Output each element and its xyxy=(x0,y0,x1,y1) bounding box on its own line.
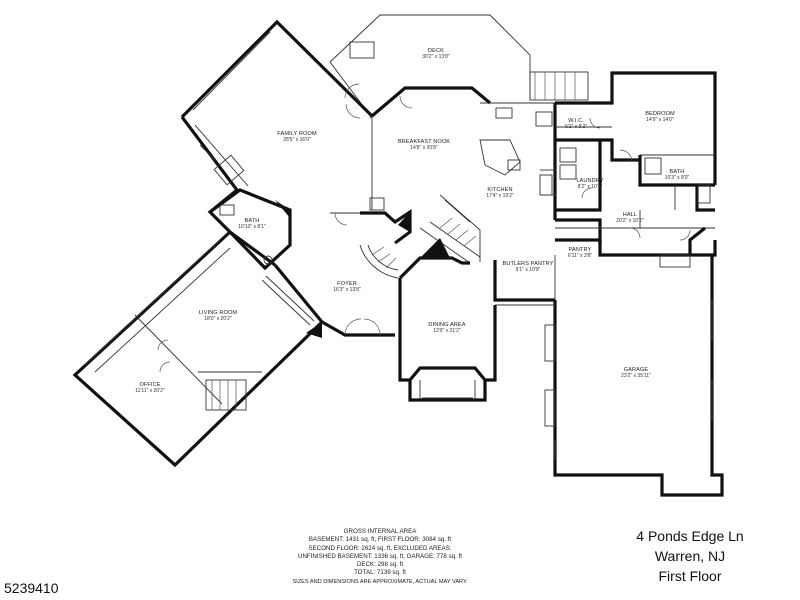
room-dims-office: 11'11" x 20'2" xyxy=(135,388,165,394)
room-label-pantry: PANTRY xyxy=(569,247,592,253)
room-label-wic: W.I.C. xyxy=(568,118,584,124)
room-dims-foyer: 16'3" x 13'8" xyxy=(333,287,361,293)
area-disclaimer: SIZES AND DIMENSIONS ARE APPROXIMATE, AC… xyxy=(292,578,468,585)
east-wing-walls xyxy=(555,71,717,268)
area-line: DECK: 298 sq. ft xyxy=(356,561,404,569)
area-heading: GROSS INTERNAL AREA xyxy=(343,528,417,535)
room-dims-garage: 23'2" x 35'11" xyxy=(621,373,651,379)
room-dims-bath-left: 10'10" x 8'1" xyxy=(238,224,266,230)
address-block: 4 Ponds Edge Ln Warren, NJ First Floor xyxy=(620,526,760,586)
room-dims-dining-area: 13'9" x 21'2" xyxy=(433,328,461,334)
room-dims-pantry: 6'11" x 3'8" xyxy=(568,253,592,259)
area-line: TOTAL: 7139 sq. ft xyxy=(354,569,406,577)
room-labels: DECK 30'2" x 13'8" FAMILY ROOM 28'5" x 1… xyxy=(135,48,689,394)
room-dims-hall: 20'2" x 10'2" xyxy=(616,218,644,224)
room-dims-kitchen: 17'4" x 19'2" xyxy=(486,193,514,199)
left-bath-walls xyxy=(209,188,292,271)
room-label-bath-left: BATH xyxy=(245,218,260,224)
room-dims-living-room: 18'0" x 20'2" xyxy=(204,316,232,322)
room-label-laundry: LAUNDRY xyxy=(576,178,603,184)
floor-name: First Floor xyxy=(658,568,722,584)
room-label-breakfast-nook: BREAKFAST NOOK xyxy=(398,139,450,145)
room-label-deck: DECK xyxy=(428,48,444,54)
staircase xyxy=(359,217,481,279)
room-label-family-room: FAMILY ROOM xyxy=(277,131,317,137)
room-dims-bedroom: 14'9" x 14'0" xyxy=(646,117,674,123)
living-office-walls xyxy=(72,230,325,468)
area-line: UNFINISHED BASEMENT: 1336 sq. ft, GARAGE… xyxy=(297,552,463,560)
room-label-living-room: LIVING ROOM xyxy=(199,310,238,316)
room-label-butlers-pantry: BUTLERS PANTRY xyxy=(503,261,554,267)
listing-id: 5239410 xyxy=(4,580,59,596)
room-label-bedroom: BEDROOM xyxy=(645,111,675,117)
room-label-office: OFFICE xyxy=(139,382,160,388)
room-dims-deck: 30'2" x 13'8" xyxy=(422,54,450,60)
street-address: 4 Ponds Edge Ln xyxy=(636,528,744,544)
room-label-kitchen: KITCHEN xyxy=(487,187,512,193)
room-dims-family-room: 28'5" x 16'0" xyxy=(283,137,311,143)
room-label-garage: GARAGE xyxy=(624,367,649,373)
garage-walls xyxy=(495,255,724,497)
city-state: Warren, NJ xyxy=(654,548,726,564)
room-label-dining-area: DINING AREA xyxy=(428,322,465,328)
room-dims-butlers-pantry: 9'1" x 10'9" xyxy=(516,267,541,273)
room-dims-bath-right: 10'3" x 8'0" xyxy=(665,175,690,181)
room-label-foyer: FOYER xyxy=(337,281,357,287)
room-dims-breakfast-nook: 14'8" x 20'8" xyxy=(410,145,438,151)
area-line: BASEMENT: 1431 sq. ft, FIRST FLOOR: 3084… xyxy=(308,536,452,544)
room-dims-laundry: 8'2" x 10'1" xyxy=(578,184,603,190)
central-walls xyxy=(321,83,557,402)
area-line: SECOND FLOOR: 2624 sq. ft, EXCLUDED AREA… xyxy=(308,544,452,552)
room-dims-wic: 6'2" x 5'2" xyxy=(565,124,587,130)
room-label-hall: HALL xyxy=(623,212,637,218)
gross-area-summary: GROSS INTERNAL AREA BASEMENT: 1431 sq. f… xyxy=(280,528,480,586)
west-wing-walls xyxy=(180,19,374,267)
room-label-bath-right: BATH xyxy=(670,169,685,175)
